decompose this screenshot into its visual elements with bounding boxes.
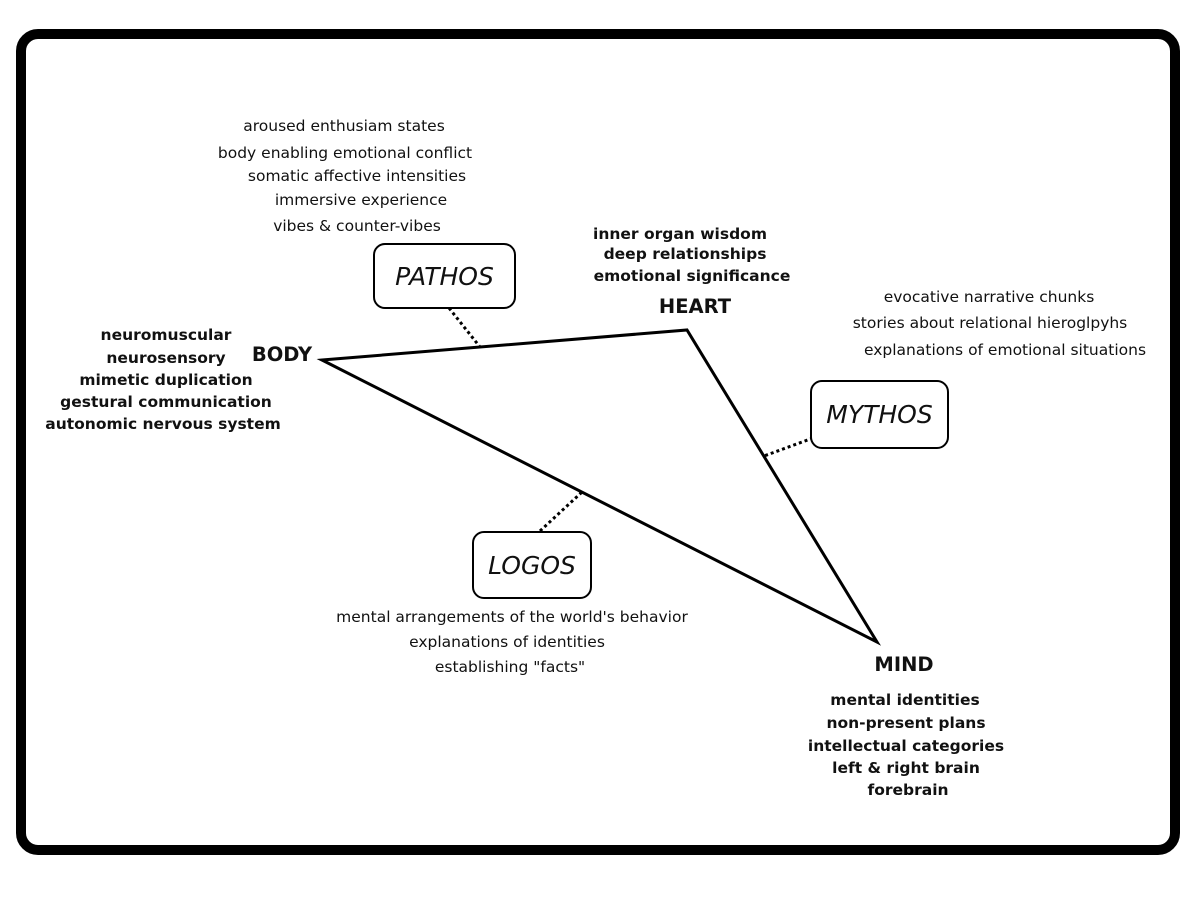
vertex-body-label: BODY xyxy=(251,343,313,366)
logos-box: LOGOS xyxy=(472,531,592,599)
mind-note: left & right brain xyxy=(832,759,980,777)
logos-note: establishing "facts" xyxy=(434,658,586,676)
mythos-box: MYTHOS xyxy=(810,380,949,449)
pathos-connector xyxy=(447,307,482,348)
heart-note: emotional significance xyxy=(593,267,791,285)
vertex-heart-label: HEART xyxy=(658,295,732,318)
logos-note: mental arrangements of the world's behav… xyxy=(336,608,688,626)
pathos-note: vibes & counter-vibes xyxy=(273,217,441,235)
pathos-note: somatic affective intensities xyxy=(247,167,467,185)
body-note: neuromuscular xyxy=(100,326,232,344)
pathos-note: aroused enthusiam states xyxy=(243,117,445,135)
body-note: autonomic nervous system xyxy=(45,415,281,433)
diagram-frame xyxy=(16,29,1180,855)
mythos-note: evocative narrative chunks xyxy=(883,288,1095,306)
mythos-note: explanations of emotional situations xyxy=(863,341,1147,359)
heart-note: deep relationships xyxy=(603,245,767,263)
mind-note: mental identities xyxy=(830,691,980,709)
logos-note: explanations of identities xyxy=(409,633,605,651)
mind-note: intellectual categories xyxy=(807,737,1005,755)
body-note: gestural communication xyxy=(60,393,272,411)
vertex-mind-label: MIND xyxy=(874,653,934,676)
mind-note: forebrain xyxy=(867,781,949,799)
triangle-body-heart-mind xyxy=(316,328,882,646)
body-note: neurosensory xyxy=(106,349,226,367)
pathos-box: PATHOS xyxy=(373,243,516,309)
logos-connector xyxy=(538,490,584,533)
body-note: mimetic duplication xyxy=(79,371,253,389)
heart-note: inner organ wisdom xyxy=(593,225,767,243)
mythos-connector xyxy=(763,436,814,458)
pathos-note: body enabling emotional conflict xyxy=(217,144,473,162)
mind-note: non-present plans xyxy=(826,714,986,732)
mythos-note: stories about relational hieroglpyhs xyxy=(852,314,1128,332)
pathos-note: immersive experience xyxy=(274,191,448,209)
